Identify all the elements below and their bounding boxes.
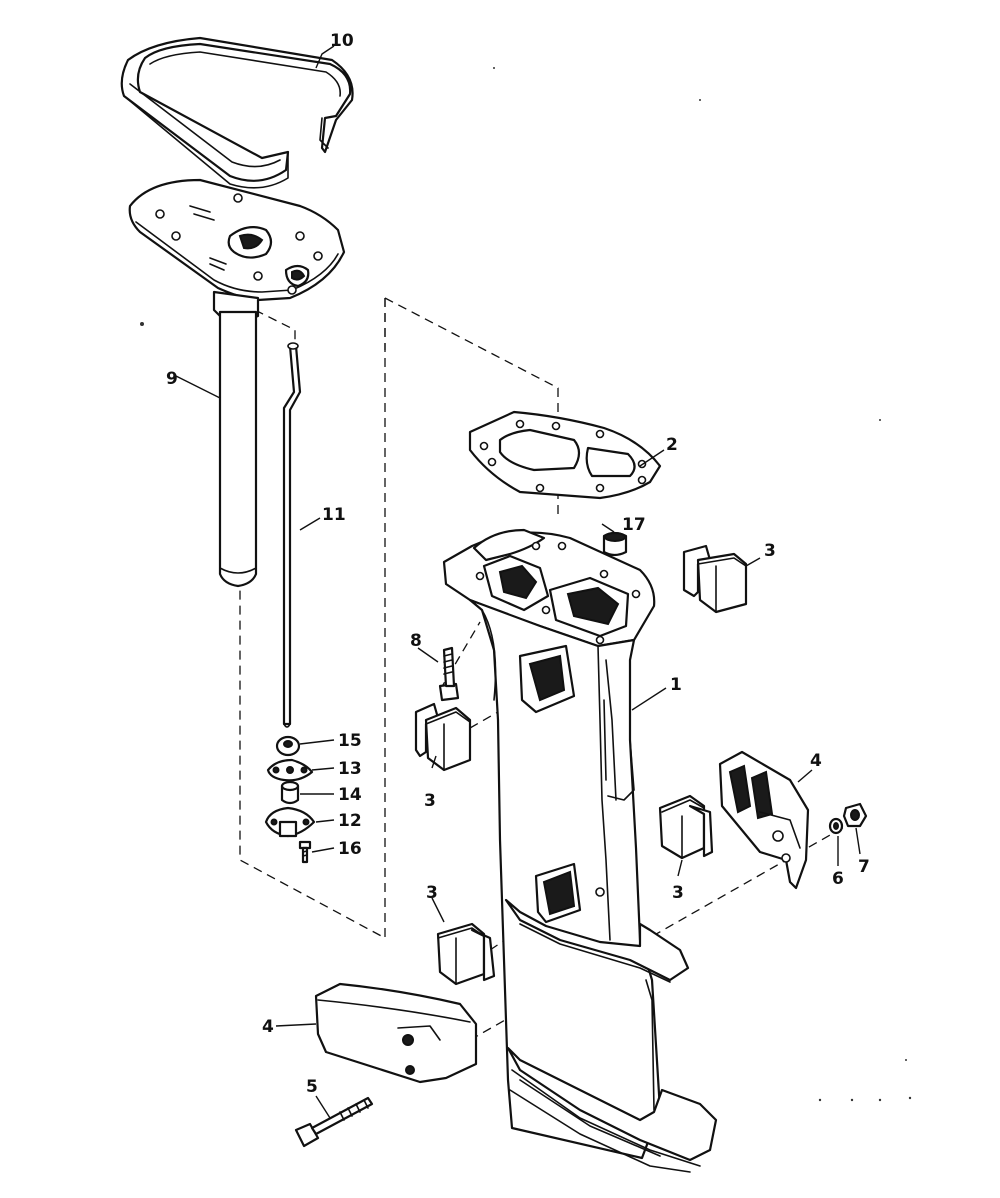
callout-13: 13 <box>338 759 362 779</box>
part-15-grommet <box>275 735 301 757</box>
callout-12: 12 <box>338 811 362 831</box>
callout-17: 17 <box>622 515 646 535</box>
scan-specks <box>140 67 912 1102</box>
callout-3: 3 <box>424 791 436 811</box>
part-14-seal <box>280 780 300 805</box>
part-11-water-tube <box>282 342 302 728</box>
callout-9: 9 <box>166 369 178 389</box>
part-3-mount-upper-right <box>682 544 748 614</box>
part-6-washer <box>828 817 844 835</box>
callout-3: 3 <box>672 883 684 903</box>
part-9-tube <box>218 310 258 588</box>
part-3-mount-mid-left <box>414 702 472 772</box>
callout-14: 14 <box>338 785 362 805</box>
part-3-mount-mid-right <box>658 794 714 860</box>
part-4-bracket-lower <box>314 982 478 1084</box>
callout-5: 5 <box>306 1077 318 1097</box>
callout-3: 3 <box>764 541 776 561</box>
callout-8: 8 <box>410 631 422 651</box>
part-3-mount-lower-left <box>436 922 496 986</box>
callout-10: 10 <box>330 31 354 51</box>
part-2-gasket <box>468 410 662 500</box>
callout-labels: 1 2 3 3 3 3 4 4 5 6 7 8 9 10 11 12 13 14… <box>166 31 870 1097</box>
part-7-nut <box>842 802 868 828</box>
callout-4: 4 <box>262 1017 274 1037</box>
leader-lines <box>175 45 861 1119</box>
part-1-driveshaft-housing <box>442 528 718 1173</box>
callout-11: 11 <box>322 505 346 525</box>
part-8-screw <box>438 646 460 702</box>
part-12-housing <box>264 806 316 838</box>
part-10-seal <box>120 36 354 189</box>
callout-6: 6 <box>832 869 844 889</box>
part-13-plate <box>266 758 314 782</box>
callout-15: 15 <box>338 731 362 751</box>
callout-16: 16 <box>338 839 362 859</box>
part-9-adaptor-plate <box>128 178 346 321</box>
part-5-bolt <box>294 1096 374 1148</box>
callout-3: 3 <box>426 883 438 903</box>
callout-7: 7 <box>858 857 870 877</box>
callout-2: 2 <box>666 435 678 455</box>
callout-4: 4 <box>810 751 822 771</box>
part-16-screw <box>298 840 312 864</box>
part-4-bracket-right <box>718 750 810 890</box>
part-17-plug <box>602 531 628 557</box>
callout-1: 1 <box>670 675 682 695</box>
